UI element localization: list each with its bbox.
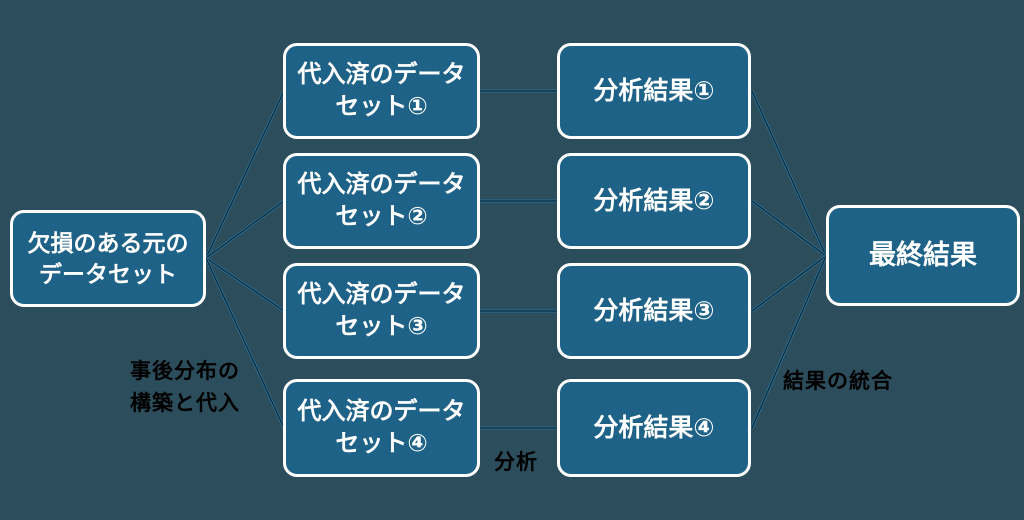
node-analysis-result-1: 分析結果①: [557, 43, 751, 139]
node-source-dataset-label: 欠損のある元の データセット: [27, 230, 189, 287]
node-final-result-label: 最終結果: [869, 239, 977, 270]
node-imputed-dataset-1: 代入済のデータ セット①: [283, 43, 480, 139]
node-imputed-dataset-4-label: 代入済のデータ セット④: [297, 398, 466, 457]
node-analysis-result-2-label: 分析結果②: [593, 186, 715, 215]
edge-label-imputation: 事後分布の 構築と代入: [130, 360, 240, 415]
edge-label-pooling: 結果の統合: [783, 370, 893, 393]
node-analysis-result-3-label: 分析結果③: [593, 296, 715, 325]
connector-edge: [205, 90, 285, 259]
node-final-result: 最終結果: [826, 205, 1020, 306]
node-source-dataset: 欠損のある元の データセット: [10, 210, 206, 307]
edge-label-analysis: 分析: [494, 451, 538, 474]
node-imputed-dataset-3-label: 代入済のデータ セット③: [297, 281, 466, 340]
node-analysis-result-2: 分析結果②: [557, 153, 751, 249]
node-imputed-dataset-2-label: 代入済のデータ セット②: [297, 171, 466, 230]
connector-edge: [751, 90, 827, 257]
node-analysis-result-3: 分析結果③: [557, 263, 751, 359]
node-analysis-result-4-label: 分析結果④: [593, 413, 715, 442]
node-analysis-result-4: 分析結果④: [557, 379, 751, 477]
node-imputed-dataset-4: 代入済のデータ セット④: [283, 379, 480, 477]
node-analysis-result-1-label: 分析結果①: [593, 76, 715, 105]
analysis-edges: [477, 89, 560, 430]
node-imputed-dataset-2: 代入済のデータ セット②: [283, 153, 480, 249]
node-imputed-dataset-1-label: 代入済のデータ セット①: [297, 61, 466, 120]
node-imputed-dataset-3: 代入済のデータ セット③: [283, 263, 480, 359]
